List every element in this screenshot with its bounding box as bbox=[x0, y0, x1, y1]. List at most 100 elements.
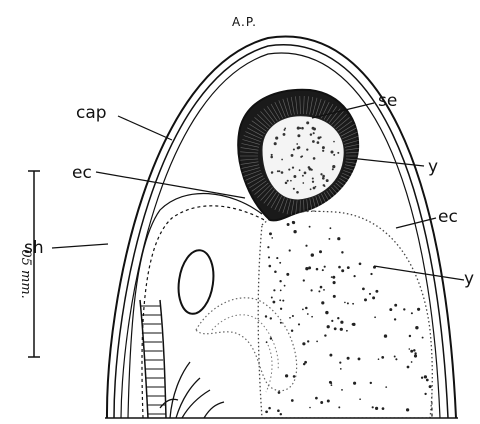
yolk-dot bbox=[322, 269, 324, 271]
yolk-dot bbox=[358, 357, 361, 360]
sense-organ-dot bbox=[299, 169, 301, 171]
yolk-dot bbox=[333, 281, 336, 284]
yolk-dot bbox=[305, 307, 308, 310]
yolk-dot bbox=[329, 354, 332, 357]
yolk-dot bbox=[429, 385, 432, 388]
yolk-dot bbox=[395, 358, 397, 360]
scale-bar: ·05 mm. bbox=[18, 171, 40, 357]
sense-organ-dot bbox=[326, 179, 329, 182]
yolk-dot bbox=[302, 342, 305, 345]
sense-organ-dot bbox=[322, 175, 325, 178]
yolk-dot bbox=[268, 256, 270, 258]
sense-organ-dot bbox=[300, 156, 302, 158]
yolk-dot bbox=[424, 393, 426, 395]
sense-organ-dot bbox=[313, 132, 315, 134]
sense-organ-dot bbox=[281, 159, 283, 161]
yolk-dot bbox=[331, 384, 333, 386]
yolk-dot bbox=[331, 320, 333, 322]
yolk-dot bbox=[378, 358, 380, 360]
sense-organ-dot bbox=[293, 175, 296, 178]
yolk-dot bbox=[370, 273, 372, 275]
yolk-dot bbox=[277, 409, 280, 412]
yolk-dot bbox=[311, 253, 314, 256]
yolk-dot bbox=[338, 406, 340, 408]
sense-organ-dot bbox=[330, 150, 333, 153]
yolk-dot bbox=[372, 296, 375, 299]
yolk-dot bbox=[394, 356, 396, 358]
yolk-dot bbox=[389, 308, 392, 311]
yolk-dot bbox=[327, 325, 330, 328]
yolk-dot bbox=[411, 361, 413, 363]
label-ec-right: ec bbox=[438, 207, 458, 227]
sense-organ-dot bbox=[285, 182, 288, 185]
yolk-dot bbox=[352, 303, 354, 305]
sense-organ-dot bbox=[270, 156, 273, 159]
yolk-dot bbox=[339, 362, 341, 364]
sense-organ-dot bbox=[312, 181, 314, 183]
yolk-dot bbox=[347, 302, 349, 304]
yolk-dot bbox=[359, 398, 361, 400]
sense-organ-dot bbox=[291, 154, 294, 157]
sense-organ-dot bbox=[306, 121, 309, 124]
yolk-dot bbox=[305, 245, 307, 247]
yolk-dot bbox=[321, 301, 324, 304]
yolk-dot bbox=[329, 227, 331, 229]
yolk-dot bbox=[328, 238, 330, 240]
sense-organ-dot bbox=[299, 127, 301, 129]
yolk-dot bbox=[325, 311, 328, 314]
yolk-dot bbox=[369, 293, 371, 295]
yolk-dot bbox=[279, 299, 281, 301]
yolk-dot bbox=[413, 349, 416, 352]
yolk-dot bbox=[362, 288, 365, 291]
sense-organ-dot bbox=[322, 146, 325, 149]
yolk-dot bbox=[278, 392, 280, 394]
yolk-dot bbox=[293, 375, 296, 378]
yolk-dot bbox=[341, 389, 343, 391]
yolk-dot bbox=[286, 273, 289, 276]
sense-organ-dot bbox=[298, 146, 301, 149]
yolk-dot bbox=[353, 275, 355, 277]
yolk-dot bbox=[344, 302, 346, 304]
sense-organ-dot bbox=[333, 141, 335, 143]
yolk-dot bbox=[340, 328, 343, 331]
yolk-dot bbox=[414, 352, 416, 354]
yolk-dot bbox=[341, 269, 344, 272]
yolk-dot bbox=[359, 262, 362, 265]
sense-organ-dot bbox=[301, 127, 304, 130]
yolk-dot bbox=[293, 230, 296, 233]
yolk-dot bbox=[276, 257, 278, 259]
label-y-bottom: y bbox=[464, 269, 474, 289]
yolk-dot bbox=[271, 237, 273, 239]
yolk-dot bbox=[406, 408, 409, 411]
label-y-top: y bbox=[428, 157, 438, 177]
sense-organ-dot bbox=[302, 175, 304, 177]
yolk-dot bbox=[316, 268, 319, 271]
yolk-outline bbox=[258, 211, 432, 418]
yolk-dot bbox=[381, 356, 384, 359]
yolk-dot bbox=[285, 374, 288, 377]
sense-organ-dot bbox=[293, 188, 295, 190]
yolk-dot bbox=[309, 226, 311, 228]
yolk-dot bbox=[334, 327, 337, 330]
yolk-dot bbox=[309, 407, 311, 409]
yolk-dot bbox=[280, 290, 282, 292]
sense-organ-dot bbox=[287, 180, 289, 182]
yolk-dot bbox=[267, 246, 269, 248]
sense-organ-dot bbox=[313, 157, 316, 160]
sense-organ-dot bbox=[317, 141, 320, 144]
yolk-dot bbox=[289, 317, 291, 319]
sense-organ-dot bbox=[277, 170, 279, 172]
yolk-dot bbox=[324, 334, 326, 336]
yolk-dot bbox=[332, 276, 335, 279]
yolk-dot bbox=[372, 406, 374, 408]
yolk-dot bbox=[384, 334, 387, 337]
sense-organ-dot bbox=[315, 186, 317, 188]
yolk-dot bbox=[273, 289, 275, 291]
yolk-dot bbox=[340, 321, 343, 324]
yolk-dot bbox=[424, 375, 427, 378]
yolk-dot bbox=[409, 335, 411, 337]
yolk-dot bbox=[268, 407, 271, 410]
sense-organ-dot bbox=[322, 150, 324, 152]
yolk-dot bbox=[324, 266, 326, 268]
yolk-dot bbox=[337, 317, 339, 319]
